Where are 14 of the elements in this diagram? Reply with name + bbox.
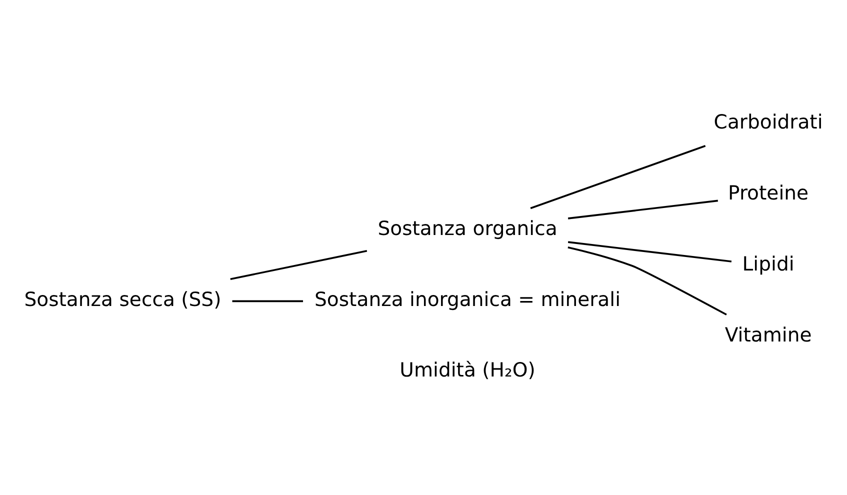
connector (530, 144, 706, 209)
node-text: Vitamine (724, 322, 812, 346)
connector (568, 246, 727, 315)
label: Umidità (H₂O) (400, 358, 536, 382)
connector (230, 249, 368, 280)
node-text: Carboidrati (714, 110, 823, 134)
node-text: Lipidi (742, 252, 794, 275)
node-text: Proteine (728, 180, 809, 204)
connector (568, 199, 718, 219)
connector (232, 300, 304, 302)
node-text: Sostanza secca (SS) (24, 287, 222, 310)
connector (568, 240, 732, 262)
node-text: Sostanza organica (378, 216, 558, 240)
node-text: Sostanza inorganica = minerali (314, 287, 621, 310)
